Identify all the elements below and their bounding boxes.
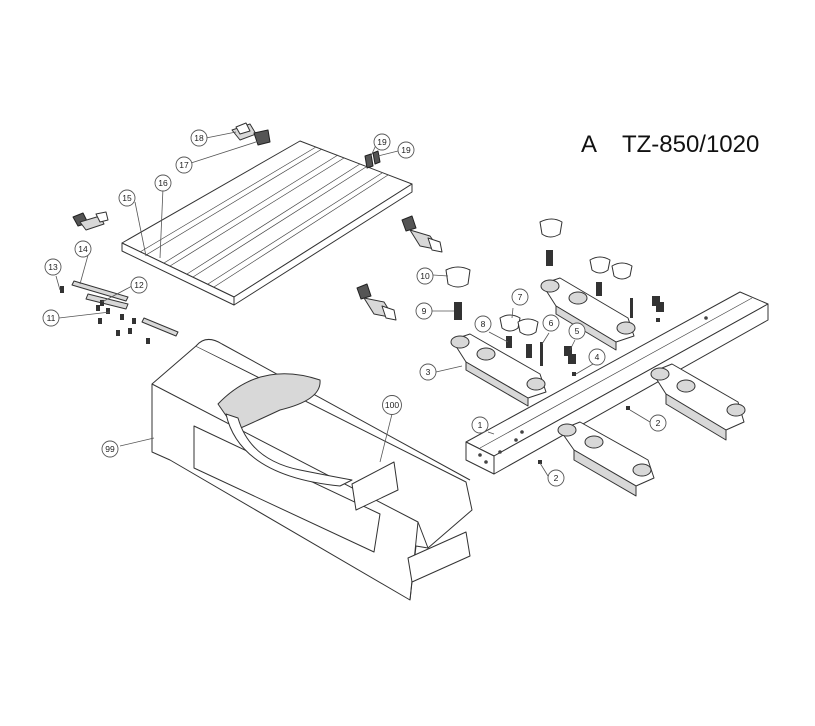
callout-number: 17 (179, 160, 189, 170)
callout-number: 4 (595, 352, 600, 362)
callout-circle (542, 314, 560, 332)
callout-18: 18 (190, 129, 208, 147)
callout-number: 19 (401, 145, 411, 155)
callout-15: 15 (118, 189, 136, 207)
springs (454, 250, 602, 358)
callout-6: 6 (542, 314, 560, 332)
cross-leg-front (557, 421, 655, 497)
cross-leg-rear (650, 363, 746, 441)
callout-number: 8 (481, 319, 486, 329)
callout-19: 19 (373, 133, 391, 151)
callout-circle (190, 129, 208, 147)
callout-circle (416, 267, 434, 285)
callout-99: 99 (101, 440, 119, 458)
callout-circle (154, 174, 172, 192)
callout-circle (74, 240, 92, 258)
callout-circle (118, 189, 136, 207)
top-clamp-right (401, 215, 443, 253)
top-clamp-front (356, 283, 397, 321)
callout-number: 3 (426, 367, 431, 377)
callout-number: 13 (48, 262, 58, 272)
callout-number: 10 (420, 271, 430, 281)
callout-circle (397, 141, 415, 159)
callout-number: 6 (549, 318, 554, 328)
callout-circle (474, 315, 492, 333)
leader-lines (55, 131, 651, 477)
bracket-plate-12 (85, 293, 179, 337)
callout-7: 7 (511, 288, 529, 306)
screws-11 (60, 286, 150, 344)
callout-circle (511, 288, 529, 306)
callout-16: 16 (154, 174, 172, 192)
callout-1: 1 (471, 416, 489, 434)
top-clamp-left (72, 211, 109, 231)
callout-number: 100 (385, 400, 399, 410)
callout-17: 17 (175, 156, 193, 174)
callout-2: 2 (649, 414, 667, 432)
callout-13: 13 (44, 258, 62, 276)
callout-circle (373, 133, 391, 151)
callout-circle (419, 363, 437, 381)
callout-number: 2 (554, 473, 559, 483)
callout-3: 3 (419, 363, 437, 381)
callout-number: 7 (518, 292, 523, 302)
callout-2: 2 (547, 469, 565, 487)
callout-number: 19 (377, 137, 387, 147)
callout-number: 15 (122, 193, 132, 203)
loose-leg-left (450, 333, 547, 407)
callout-circle (415, 302, 433, 320)
loose-leg-right (540, 277, 636, 351)
callout-circle (471, 416, 489, 434)
diagram-title: A TZ-850/1020 (581, 131, 759, 159)
callout-100: 100 (382, 395, 402, 415)
bolts-and-nuts (538, 296, 664, 464)
callout-9: 9 (415, 302, 433, 320)
rubber-foot-parts (445, 218, 633, 336)
callout-circle (175, 156, 193, 174)
callout-circle (44, 258, 62, 276)
callout-14: 14 (74, 240, 92, 258)
callout-12: 12 (130, 276, 148, 294)
callout-number: 11 (47, 313, 56, 323)
callout-circle (42, 309, 60, 327)
callout-circle (588, 348, 606, 366)
carry-bag (151, 339, 473, 601)
callout-11: 11 (42, 309, 60, 327)
title-letter: A (581, 131, 596, 158)
callout-8: 8 (474, 315, 492, 333)
callout-circle (649, 414, 667, 432)
callout-circle (130, 276, 148, 294)
callout-5: 5 (568, 322, 586, 340)
callout-circle (568, 322, 586, 340)
callout-circle (101, 440, 119, 458)
callout-19: 19 (397, 141, 415, 159)
slatted-table-top (121, 140, 413, 306)
callout-number: 99 (105, 444, 115, 454)
callout-10: 10 (416, 267, 434, 285)
callout-number: 5 (575, 326, 580, 336)
callout-number: 16 (158, 178, 168, 188)
callout-number: 9 (422, 306, 427, 316)
top-clamp-rear (231, 122, 271, 146)
title-model: TZ-850/1020 (621, 131, 760, 158)
callout-number: 12 (134, 280, 144, 290)
callout-number: 18 (194, 133, 204, 143)
callout-circle (547, 469, 565, 487)
callout-circle (382, 395, 402, 415)
callout-number: 14 (78, 244, 88, 254)
clip-pair (364, 150, 381, 169)
callout-4: 4 (588, 348, 606, 366)
callout-number: 2 (656, 418, 661, 428)
callout-number: 1 (478, 420, 483, 430)
